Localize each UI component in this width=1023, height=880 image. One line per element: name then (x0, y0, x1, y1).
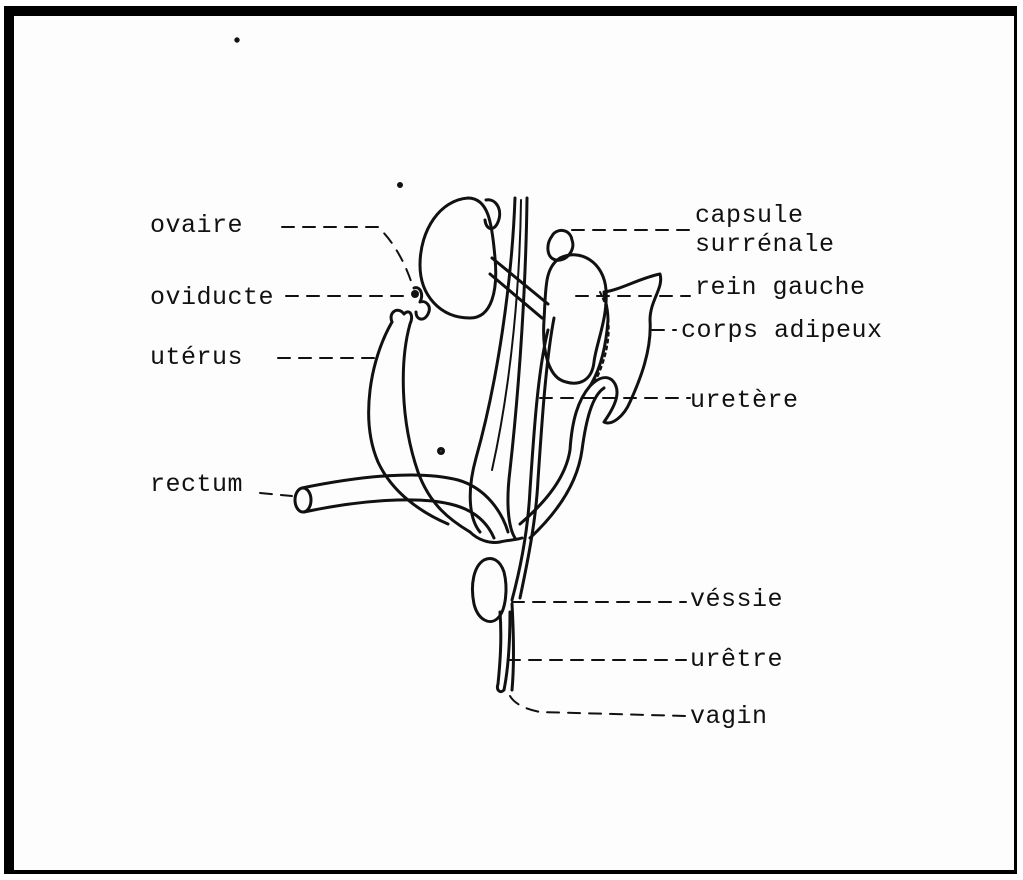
ureter-shape (520, 318, 554, 598)
label-uretre: urêtre (690, 647, 783, 672)
oviduct-knot (411, 290, 419, 298)
label-capsule-line2: surrénale (695, 232, 835, 257)
central-vessel-mid (492, 200, 521, 470)
label-rein-gauche: rein gauche (695, 275, 866, 300)
leader-lines (260, 227, 690, 716)
ureter-shape-2 (512, 330, 548, 600)
ovary-shape (420, 198, 496, 318)
label-vagin: vagin (690, 704, 768, 729)
label-ovaire: ovaire (150, 213, 243, 238)
leader-vagin (510, 696, 686, 716)
speck-1 (439, 449, 444, 454)
rectum-shape-lower (304, 500, 494, 538)
urethra-shape (497, 612, 510, 692)
leader-ovaire (282, 227, 412, 284)
speck-3 (236, 39, 238, 41)
speck-2 (399, 184, 402, 187)
leader-rectum (260, 493, 292, 496)
label-corps-adipeux: corps adipeux (681, 318, 883, 343)
vagina-shape (512, 604, 514, 690)
uterus-shape-inner (369, 322, 448, 524)
rectum-shape (302, 475, 508, 532)
rectum-opening (295, 488, 311, 512)
label-vessie: véssie (690, 587, 783, 612)
label-capsule-line1: capsule (695, 203, 804, 228)
label-uretere: uretère (690, 388, 799, 413)
label-rectum: rectum (150, 472, 243, 497)
label-oviducte: oviducte (150, 285, 274, 310)
label-uterus: utérus (150, 345, 243, 370)
